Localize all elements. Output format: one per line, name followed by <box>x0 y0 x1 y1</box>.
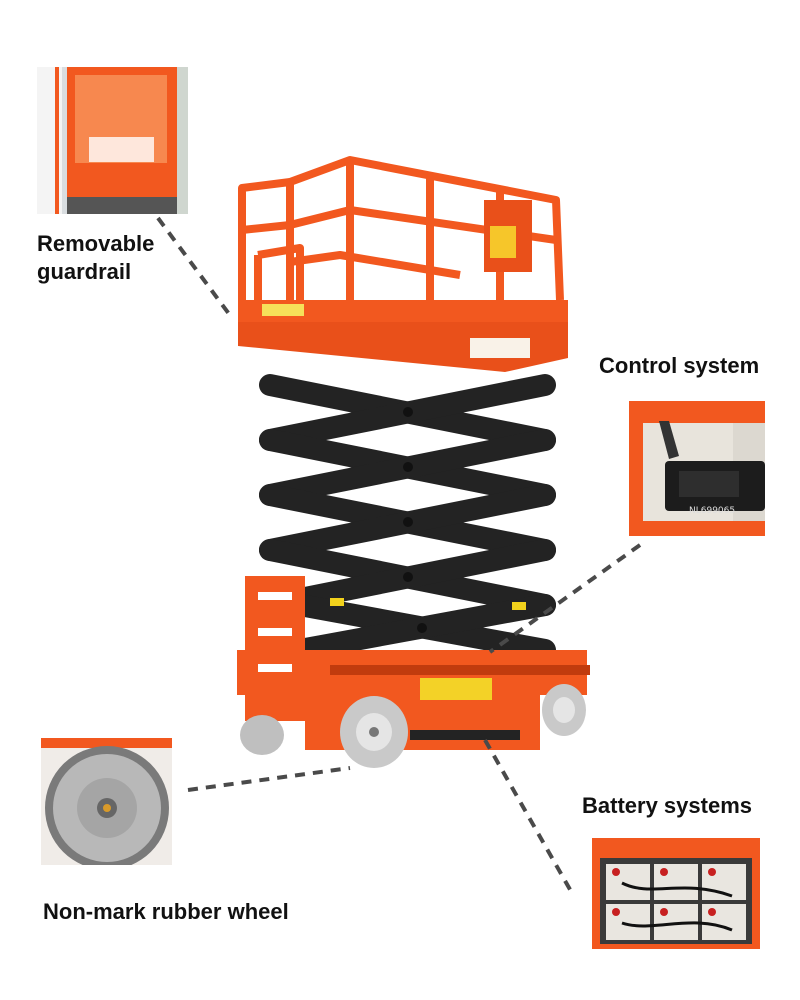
guardrail-inset-photo <box>37 67 188 214</box>
guardrail-label: Removable guardrail <box>37 230 154 286</box>
wheel-inset-photo <box>41 738 172 865</box>
control-system-inset-photo: NL699065 <box>629 401 765 536</box>
chassis <box>237 576 590 750</box>
guardrail-label-line1: Removable <box>37 231 155 256</box>
control-panel-serial: NL699065 <box>689 506 735 516</box>
wheels <box>240 684 586 768</box>
battery-systems-label: Battery systems <box>582 793 752 818</box>
wheel-label: Non-mark rubber wheel <box>43 899 289 924</box>
scissor-pins <box>403 407 427 633</box>
platform-deck <box>238 300 568 372</box>
leader-lines <box>156 216 642 894</box>
battery-inset-photo <box>592 838 760 949</box>
guardrail-label-line2: guardrail <box>37 259 132 284</box>
control-system-label: Control system <box>599 353 760 378</box>
